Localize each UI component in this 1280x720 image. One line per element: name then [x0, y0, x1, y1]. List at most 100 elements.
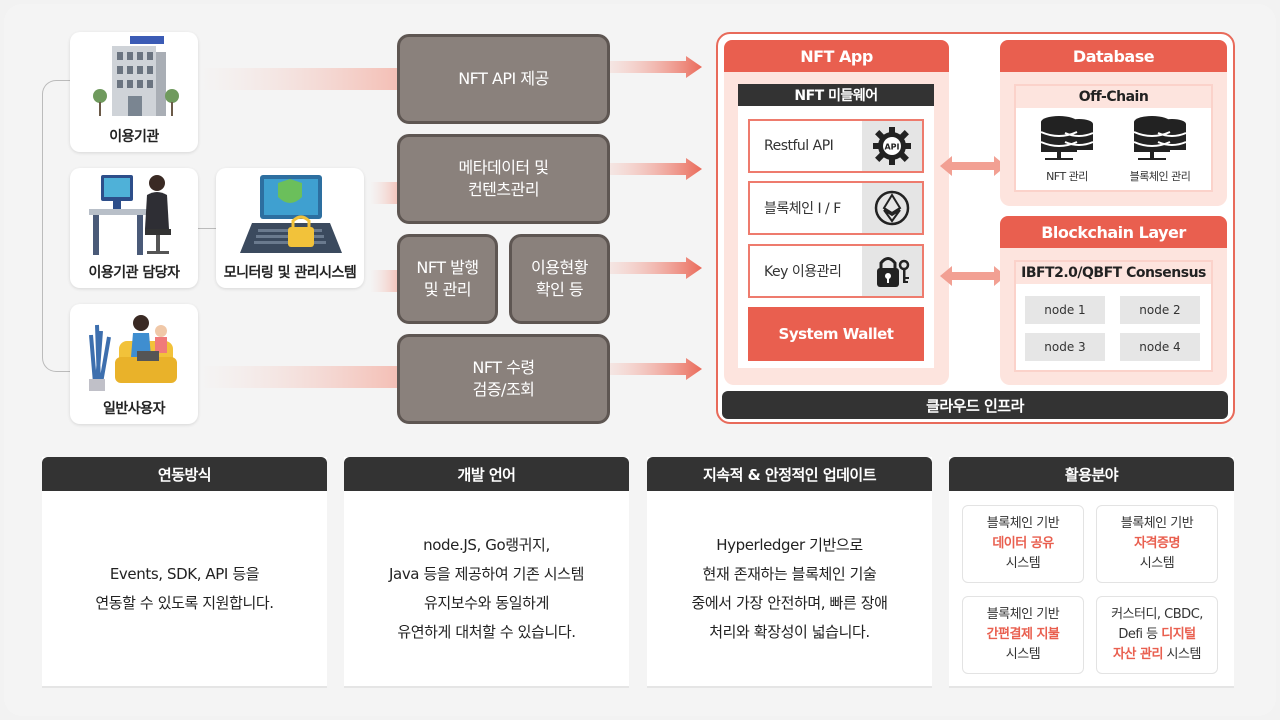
node-4: node 4: [1120, 333, 1200, 361]
laptop-lock-icon: [240, 175, 342, 253]
use2-line1: 블록체인 기반: [1120, 516, 1194, 531]
use1-highlight: 데이터 공유: [992, 536, 1054, 551]
ethereum-icon: [874, 190, 910, 226]
use3-line3: 시스템: [1005, 647, 1041, 662]
feature-update-line3: 중에서 가장 안전하며, 빠른 장애: [691, 593, 888, 612]
feature-language-title: 개발 언어: [344, 457, 629, 491]
use-credential: 블록체인 기반 자격증명 시스템: [1096, 505, 1218, 583]
use-data-sharing: 블록체인 기반 데이터 공유 시스템: [962, 505, 1084, 583]
use-digital-asset: 커스터디, CBDC, Defi 등 디지털 자산 관리 시스템: [1096, 596, 1218, 674]
use3-line1: 블록체인 기반: [986, 607, 1060, 622]
feature-integration-title: 연동방식: [42, 457, 327, 491]
api-badge-text: API: [884, 143, 899, 152]
middleware-bar: NFT 미들웨어: [738, 84, 934, 106]
node-1: node 1: [1025, 296, 1105, 324]
use3-highlight: 간편결제 지불: [986, 627, 1060, 642]
blockchain-if-item: 블록체인 I / F: [748, 181, 924, 235]
use2-highlight: 자격증명: [1134, 536, 1180, 551]
feature-language-line3: 유지보수와 동일하게: [424, 593, 549, 612]
database-title: Database: [1000, 40, 1227, 72]
service-nft-api: NFT API 제공: [397, 34, 610, 124]
institution-card: 이용기관: [70, 32, 198, 152]
use4-line3-highlight: 자산 관리: [1113, 647, 1163, 662]
user-card: 일반사용자: [70, 304, 198, 424]
manager-card: 이용기관 담당자: [70, 168, 198, 288]
service-nft-issue: NFT 발행 및 관리: [397, 234, 498, 324]
feature-language: 개발 언어 node.JS, Go랭귀지, Java 등을 제공하여 기존 시스…: [344, 457, 629, 688]
database-icon: [1133, 116, 1187, 160]
service-nft-receive: NFT 수령 검증/조회: [397, 334, 610, 424]
restful-api-label: Restful API: [764, 138, 834, 154]
user-label: 일반사용자: [103, 401, 165, 417]
service-status-line1: 이용현황: [531, 258, 588, 277]
feature-language-line2: Java 등을 제공하여 기존 시스템: [389, 564, 584, 583]
building-icon: [93, 36, 179, 116]
use2-line3: 시스템: [1139, 556, 1175, 571]
node-3: node 3: [1025, 333, 1105, 361]
service-nft-api-label: NFT API 제공: [458, 69, 549, 88]
feature-update-body: Hyperledger 기반으로 현재 존재하는 블록체인 기술 중에서 가장 …: [647, 491, 932, 686]
person-sofa-icon: [89, 315, 177, 391]
use4-line2: Defi 등 디지털: [1118, 625, 1196, 645]
service-issue-line2: 및 관리: [423, 280, 472, 299]
use4-line2-text: Defi 등: [1118, 627, 1162, 642]
ethereum-icon-box: [862, 183, 922, 233]
nft-db-label: NFT 관리: [1046, 170, 1088, 183]
key-mgmt-label: Key 이용관리: [764, 264, 842, 280]
blockchain-layer-title: Blockchain Layer: [1000, 216, 1227, 248]
feature-update-line4: 처리와 확장성이 넓습니다.: [709, 622, 870, 641]
feature-update: 지속적 & 안정적인 업데이트 Hyperledger 기반으로 현재 존재하는…: [647, 457, 932, 688]
feature-language-body: node.JS, Go랭귀지, Java 등을 제공하여 기존 시스템 유지보수…: [344, 491, 629, 686]
service-issue-line1: NFT 발행: [416, 258, 479, 277]
flow-arrows-left: [200, 68, 400, 388]
nft-db: NFT 관리: [1027, 114, 1107, 184]
nft-app-title: NFT App: [724, 40, 949, 72]
service-receive-line2: 검증/조회: [472, 380, 535, 399]
use4-line3: 자산 관리 시스템: [1113, 645, 1201, 665]
institution-label: 이용기관: [109, 129, 159, 145]
api-gear-icon-box: API: [862, 121, 922, 171]
service-usage-status: 이용현황 확인 등: [509, 234, 610, 324]
system-wallet: System Wallet: [748, 307, 924, 361]
service-receive-line1: NFT 수령: [472, 358, 535, 377]
key-mgmt-item: Key 이용관리: [748, 244, 924, 298]
actor-connector-line: [42, 80, 72, 372]
lock-key-icon-box: [862, 246, 922, 296]
monitoring-card: 모니터링 및 관리시스템: [216, 168, 364, 288]
feature-update-title: 지속적 & 안정적인 업데이트: [647, 457, 932, 491]
double-arrow-db-icon: [940, 156, 1006, 176]
feature-language-line1: node.JS, Go랭귀지,: [423, 535, 550, 554]
use1-line3: 시스템: [1005, 556, 1041, 571]
manager-monitor-link: [198, 228, 216, 229]
service-metadata-line1: 메타데이터 및: [458, 158, 549, 177]
feature-integration-line1: Events, SDK, API 등을: [109, 564, 260, 583]
cloud-infra-bar: 클라우드 인프라: [722, 391, 1228, 419]
database-icon: [1040, 116, 1094, 160]
use-payment: 블록체인 기반 간편결제 지불 시스템: [962, 596, 1084, 674]
flow-arrows-right: [610, 56, 702, 380]
consensus-title: IBFT2.0/QBFT Consensus: [1016, 262, 1211, 284]
feature-applications-title: 활용분야: [949, 457, 1234, 491]
use1-line1: 블록체인 기반: [986, 516, 1060, 531]
feature-update-line2: 현재 존재하는 블록체인 기술: [702, 564, 877, 583]
lock-key-icon: [877, 257, 910, 287]
restful-api-item: Restful API API: [748, 119, 924, 173]
feature-update-line1: Hyperledger 기반으로: [716, 535, 863, 554]
feature-integration-line2: 연동할 수 있도록 지원합니다.: [95, 593, 274, 612]
chain-db-label: 블록체인 관리: [1129, 170, 1191, 183]
feature-language-line4: 유연하게 대처할 수 있습니다.: [397, 622, 576, 641]
feature-integration: 연동방식 Events, SDK, API 등을 연동할 수 있도록 지원합니다…: [42, 457, 327, 688]
service-metadata: 메타데이터 및 컨텐츠관리: [397, 134, 610, 224]
office-worker-icon: [89, 175, 171, 255]
use4-line2-highlight: 디지털: [1161, 627, 1196, 642]
node-2: node 2: [1120, 296, 1200, 324]
double-arrow-chain-icon: [940, 266, 1006, 286]
service-status-line2: 확인 등: [535, 280, 584, 299]
use4-line3-text: 시스템: [1162, 647, 1202, 662]
feature-integration-body: Events, SDK, API 등을 연동할 수 있도록 지원합니다.: [42, 491, 327, 686]
service-metadata-line2: 컨텐츠관리: [467, 180, 540, 199]
manager-label: 이용기관 담당자: [88, 265, 180, 281]
use4-line1: 커스터디, CBDC,: [1111, 607, 1203, 622]
blockchain-if-label: 블록체인 I / F: [764, 201, 841, 217]
chain-db: 블록체인 관리: [1120, 114, 1200, 184]
